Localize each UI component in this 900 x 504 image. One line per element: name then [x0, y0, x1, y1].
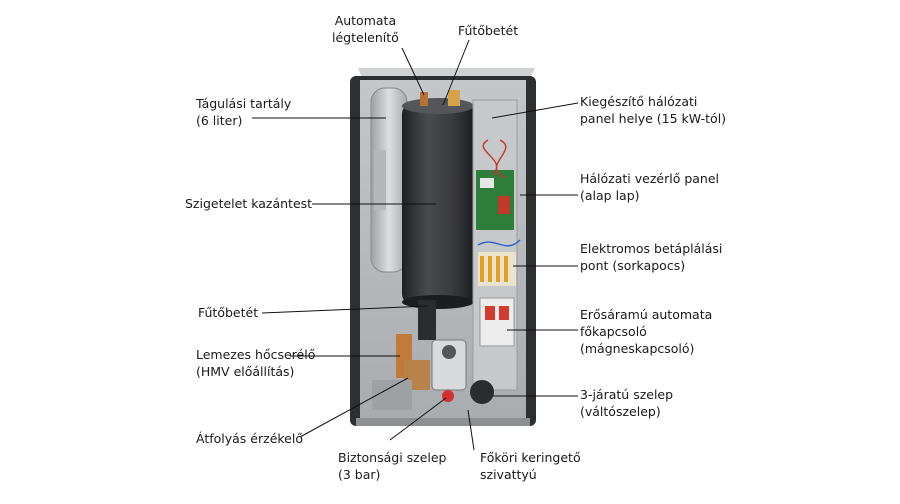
- leader-futobetet-bottom: [261, 305, 429, 314]
- insulated-tank: [402, 98, 474, 309]
- label-automata-legtelenito: Automata légtelenítő: [332, 12, 399, 46]
- label-fokori-keringeto: Főköri keringető szivattyú: [480, 449, 581, 483]
- label-line: légtelenítő: [332, 30, 399, 45]
- label-line: panel helye (15 kW-tól): [580, 111, 727, 126]
- label-tagulasi-tartaly: Tágulási tartály (6 liter): [196, 95, 291, 129]
- label-line: Fűtőbetét: [198, 305, 259, 320]
- label-kiegeszito-panel: Kiegészítő hálózati panel helye (15 kW-t…: [580, 93, 726, 127]
- label-line: (6 liter): [196, 113, 243, 128]
- label-lemezes-hocserelo: Lemezes hőcserélő (HMV előállítás): [196, 346, 315, 380]
- leader-keringeto: [467, 409, 475, 451]
- label-line: Elektromos betáplálási: [580, 241, 723, 256]
- label-line: Főköri keringető: [480, 450, 581, 465]
- label-line: (3 bar): [338, 467, 381, 482]
- label-line: (HMV előállítás): [196, 364, 295, 379]
- label-line: 3-járatú szelep: [580, 387, 674, 402]
- expansion-tank: [370, 87, 408, 273]
- top-fittings: [420, 90, 460, 106]
- leader-atfolyas: [299, 377, 409, 438]
- label-szigetelt-kazantest: Szigetelet kazántest: [185, 195, 312, 212]
- label-line: (alap lap): [580, 188, 640, 203]
- label-futobetet-bottom: Fűtőbetét: [198, 304, 258, 321]
- label-line: Biztonsági szelep: [338, 450, 447, 465]
- leader-kiegeszito: [491, 102, 579, 119]
- control-panel: [472, 99, 521, 391]
- leader-lines: [252, 39, 579, 451]
- label-line: (mágneskapcsoló): [580, 341, 695, 356]
- label-line: Szigetelet kazántest: [185, 196, 313, 211]
- label-line: Erősáramú automata: [580, 307, 713, 322]
- lower-plumbing: [372, 300, 494, 410]
- label-futobetet-top: Fűtőbetét: [458, 22, 518, 39]
- label-atfolyas-erzekelo: Átfolyás érzékelő: [196, 430, 303, 447]
- label-halozati-vezerlo: Hálózati vezérlő panel (alap lap): [580, 170, 719, 204]
- label-line: Lemezes hőcserélő: [196, 347, 316, 362]
- leader-automata: [401, 47, 425, 96]
- label-line: pont (sorkapocs): [580, 258, 686, 273]
- label-line: Kiegészítő hálózati: [580, 94, 698, 109]
- label-haromjaratu-szelep: 3-járatú szelep (váltószelep): [580, 386, 673, 420]
- label-line: Automata: [334, 13, 397, 28]
- label-line: szivattyú: [480, 467, 537, 482]
- label-line: Átfolyás érzékelő: [196, 431, 303, 446]
- label-line: Fűtőbetét: [458, 23, 519, 38]
- label-line: (váltószelep): [580, 404, 661, 419]
- label-elektromos-betaplalas: Elektromos betáplálási pont (sorkapocs): [580, 240, 722, 274]
- label-erosaramu-kapcsolo: Erősáramú automata főkapcsoló (mágneskap…: [580, 306, 712, 357]
- label-line: Tágulási tartály: [196, 96, 292, 111]
- leader-biztonsagi: [389, 397, 447, 441]
- label-line: Hálózati vezérlő panel: [580, 171, 720, 186]
- label-line: főkapcsoló: [580, 324, 647, 339]
- leader-futobetet-top: [442, 39, 470, 106]
- label-biztonsagi-szelep: Biztonsági szelep (3 bar): [338, 449, 447, 483]
